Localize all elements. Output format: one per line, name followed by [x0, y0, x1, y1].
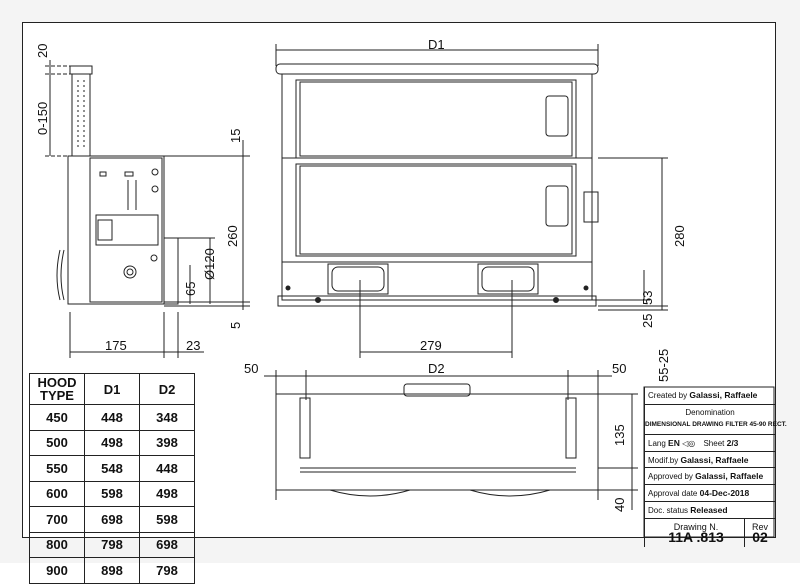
status-label: Doc. status — [648, 505, 689, 515]
dim-5: 5 — [228, 321, 243, 329]
created-row: Created by Galassi, Raffaele — [645, 387, 775, 404]
header-d2: D2 — [139, 373, 195, 405]
lang-label: Lang — [648, 438, 666, 448]
drawing-value: 11A .813 — [668, 528, 724, 545]
modif-row: Modif.by Galassi, Raffaele — [645, 450, 775, 468]
dim-0-150: 0-150 — [35, 101, 50, 135]
cell-d1: 548 — [84, 455, 140, 482]
denomination-value: DIMENSIONAL DRAWING FILTER 45-90 RECT. — [645, 420, 787, 428]
dim-65: 65 — [183, 281, 198, 296]
cell-type: 450 — [29, 404, 85, 431]
dim-55-25: 55-25 — [656, 348, 671, 382]
front-view — [275, 44, 668, 358]
drawing-label: Drawing N. — [673, 521, 719, 532]
technical-drawing — [45, 44, 775, 538]
hood-type-table: HOOD TYPE D1 D2 450 448 348 500 498 398 … — [29, 373, 195, 584]
dim-40: 40 — [612, 497, 627, 512]
side-view — [45, 60, 250, 358]
approval-date-value: 04-Dec-2018 — [699, 488, 750, 499]
modif-value: Galassi, Raffaele — [680, 454, 749, 465]
dim-15: 15 — [228, 128, 243, 143]
cell-d1: 898 — [84, 557, 140, 584]
rev-label: Rev — [751, 521, 768, 532]
table-row: 600 598 498 — [29, 480, 195, 507]
cell-type: 800 — [29, 531, 85, 558]
created-value: Galassi, Raffaele — [689, 390, 758, 400]
table-row: 550 548 448 — [29, 455, 195, 482]
cell-d1: 448 — [84, 404, 140, 431]
approved-value: Galassi, Raffaele — [695, 471, 764, 482]
cell-d2: 598 — [139, 506, 195, 533]
cell-type: 600 — [29, 480, 85, 507]
sheet-value: 2/3 — [726, 437, 739, 448]
sheet-label: Sheet — [703, 438, 725, 448]
table-row: 900 898 798 — [29, 557, 195, 584]
dim-279: 279 — [420, 338, 442, 353]
dim-50-left: 50 — [244, 361, 259, 376]
cell-type: 550 — [29, 455, 85, 482]
cell-d2: 698 — [139, 531, 195, 558]
dim-260: 260 — [225, 225, 240, 247]
cell-d2: 498 — [139, 480, 195, 507]
rev-value: 02 — [752, 528, 768, 545]
denomination-row: Denomination DIMENSIONAL DRAWING FILTER … — [645, 403, 787, 434]
created-label: Created by — [648, 391, 688, 400]
dim-280: 280 — [672, 225, 687, 247]
cell-d1: 598 — [84, 480, 140, 507]
dim-175: 175 — [105, 338, 127, 353]
drawing-number-row: Drawing N. 11A .813 Rev 02 — [645, 517, 775, 547]
table-row: 700 698 598 — [29, 506, 195, 533]
projection-symbol-icon: ◁◎ — [682, 438, 696, 448]
approval-date-row: Approval date 04-Dec-2018 — [645, 484, 775, 501]
cell-type: 500 — [29, 429, 85, 456]
header-d1: D1 — [84, 373, 140, 405]
approved-label: Approved by — [648, 472, 693, 482]
approval-date-label: Approval date — [648, 489, 698, 499]
dim-20: 20 — [35, 43, 50, 58]
status-value: Released — [690, 504, 728, 515]
lang-value: EN — [668, 437, 680, 448]
header-hood-type: HOOD TYPE — [29, 373, 85, 405]
bottom-view — [264, 370, 638, 510]
cell-d1: 798 — [84, 531, 140, 558]
dim-d2: D2 — [428, 361, 445, 376]
status-row: Doc. status Released — [645, 500, 775, 518]
cell-type: 700 — [29, 506, 85, 533]
lang-row: Lang EN ◁◎ Sheet 2/3 — [645, 433, 775, 451]
cell-d2: 448 — [139, 455, 195, 482]
table-row: 450 448 348 — [29, 404, 195, 431]
title-block: Created by Galassi, Raffaele Denominatio… — [644, 387, 787, 547]
approved-row: Approved by Galassi, Raffaele — [645, 467, 775, 484]
table-row: 800 798 698 — [29, 531, 195, 558]
dim-135: 135 — [612, 424, 627, 446]
dim-25: 25 — [640, 313, 655, 328]
rev-cell: Rev 02 — [745, 519, 775, 547]
dim-50-right: 50 — [612, 361, 627, 376]
dim-120: Ø120 — [202, 248, 217, 280]
cell-d2: 798 — [139, 557, 195, 584]
denomination-label: Denomination — [685, 407, 735, 417]
cell-d2: 348 — [139, 404, 195, 431]
dim-23: 23 — [186, 338, 201, 353]
cell-type: 900 — [29, 557, 85, 584]
cell-d1: 498 — [84, 429, 140, 456]
modif-label: Modif.by — [648, 455, 679, 465]
cell-d1: 698 — [84, 506, 140, 533]
dim-d1: D1 — [428, 37, 445, 52]
cell-d2: 398 — [139, 429, 195, 456]
table-row: 500 498 398 — [29, 429, 195, 456]
drawing-number-cell: Drawing N. 11A .813 — [648, 518, 745, 547]
dim-53: 53 — [640, 290, 655, 305]
table-header-row: HOOD TYPE D1 D2 — [29, 373, 195, 405]
